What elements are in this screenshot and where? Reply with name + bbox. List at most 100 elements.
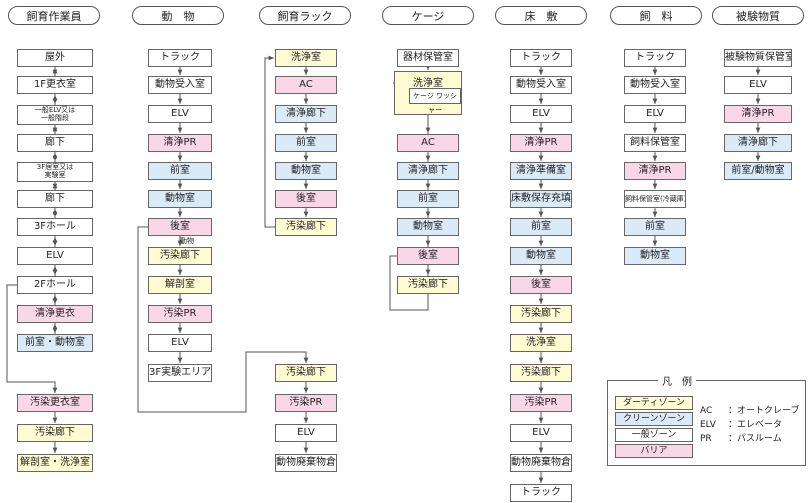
node-bedding-13: ELV	[510, 424, 572, 442]
node-animal-8: 解剖室	[148, 276, 212, 294]
node-staff-13: 解剖室・洗浄室	[17, 454, 93, 472]
node-staff-10: 前室・動物室	[17, 334, 93, 352]
edge-label-animal: 動物	[180, 237, 194, 245]
node-bedding-1: 動物受入室	[510, 76, 572, 94]
node-cage-6: 汚染廊下	[397, 276, 459, 294]
node-animal-5: 動物室	[148, 190, 212, 208]
node-animal-10: ELV	[148, 334, 212, 352]
node-staff-12: 汚染廊下	[17, 424, 93, 442]
abbr-pr-desc: ：パスルーム	[728, 434, 782, 444]
abbr-ac-desc: ：オートクレーブ	[728, 406, 800, 416]
node-staff-6: 3Fホール	[17, 218, 93, 236]
node-rack-0: 洗浄室	[275, 49, 337, 67]
node-cage-5: 後室	[397, 247, 459, 265]
cage-washer: ケージ ワッシャー	[409, 88, 461, 114]
node-feed-3: 飼料保管室	[624, 134, 686, 152]
header-bedding: 床 敷	[495, 6, 587, 25]
node-bedding-6: 前室	[510, 218, 572, 236]
node-bedding-2: ELV	[510, 105, 572, 123]
node-rack-7: 汚染廊下	[275, 364, 337, 382]
node-feed-5: 飼料保管室(冷蔵庫)	[624, 190, 686, 208]
node-test-2: 清浄PR	[724, 105, 792, 123]
node-feed-0: トラック	[624, 49, 686, 67]
node-animal-11: 3F実験エリア	[148, 364, 212, 382]
node-staff-0: 屋外	[17, 49, 93, 67]
header-feed: 飼 料	[610, 6, 702, 25]
node-bedding-15: トラック	[510, 484, 572, 502]
node-animal-6: 後室	[148, 218, 212, 236]
node-animal-1: 動物受入室	[148, 76, 212, 94]
loop-staff	[6, 284, 58, 393]
node-animal-0: トラック	[148, 49, 212, 67]
header-animal: 動 物	[132, 6, 224, 25]
node-staff-7: ELV	[17, 247, 93, 265]
node-animal-7: 汚染廊下	[148, 247, 212, 265]
node-feed-4: 清浄PR	[624, 162, 686, 180]
node-animal-2: ELV	[148, 105, 212, 123]
node-bedding-0: トラック	[510, 49, 572, 67]
legend: 凡 例 ダーティゾーン クリーンゾーン 一般ゾーン バリア AC ：オートクレーブ…	[607, 373, 806, 466]
header-cage: ケージ	[382, 6, 474, 25]
abbr-elv-key: ELV	[700, 420, 716, 430]
node-staff-1: 1F更衣室	[17, 76, 93, 94]
node-bedding-7: 動物室	[510, 247, 572, 265]
header-test: 被験物質	[712, 6, 804, 25]
abbr-pr-key: PR	[700, 434, 712, 444]
washer-group-title: 洗浄室	[413, 78, 443, 89]
abbr-elv-desc: ：エレベータ	[728, 420, 783, 430]
header-staff: 飼育作業員	[8, 6, 100, 25]
node-bedding-11: 汚染廊下	[510, 364, 572, 382]
node-bedding-3: 清浄PR	[510, 134, 572, 152]
node-test-3: 清浄廊下	[724, 134, 792, 152]
node-test-0: 被験物質保管室	[724, 49, 792, 67]
node-staff-8: 2Fホール	[17, 276, 93, 294]
node-cage-1: AC	[397, 134, 459, 152]
node-rack-4: 動物室	[275, 162, 337, 180]
node-cage-0: 器材保管室	[397, 49, 459, 67]
loop-animal	[137, 226, 309, 413]
header-rack: 飼育ラック	[259, 6, 351, 25]
node-bedding-12: 汚染PR	[510, 394, 572, 412]
abbr-ac-key: AC	[700, 406, 713, 416]
node-rack-1: AC	[275, 76, 337, 94]
node-rack-8: 汚染PR	[275, 394, 337, 412]
abbr-ac: AC ：オートクレーブ	[700, 403, 799, 416]
abbr-elv: ELV ：エレベータ	[700, 417, 782, 430]
node-cage-4: 動物室	[397, 218, 459, 236]
node-rack-2: 清浄廊下	[275, 105, 337, 123]
legend-barrier: バリア	[615, 444, 693, 458]
node-rack-10: 動物廃棄物倉庫	[275, 454, 337, 472]
node-staff-9: 清浄更衣	[17, 305, 93, 323]
node-feed-2: ELV	[624, 105, 686, 123]
node-rack-3: 前室	[275, 134, 337, 152]
node-bedding-8: 後室	[510, 276, 572, 294]
node-test-4: 前室/動物室	[724, 162, 792, 180]
legend-general-zone: 一般ゾーン	[615, 428, 693, 442]
legend-dirty-zone: ダーティゾーン	[615, 396, 693, 410]
node-animal-4: 前室	[148, 162, 212, 180]
node-rack-6: 汚染廊下	[275, 218, 337, 236]
node-staff-11: 汚染更衣室	[17, 394, 93, 412]
node-bedding-10: 洗浄室	[510, 334, 572, 352]
node-staff-3: 廊下	[17, 134, 93, 152]
node-staff-5: 廊下	[17, 190, 93, 208]
abbr-pr: PR ：パスルーム	[700, 431, 782, 444]
node-bedding-5: 床敷保存充填室	[510, 190, 572, 208]
node-feed-6: 前室	[624, 218, 686, 236]
node-feed-1: 動物受入室	[624, 76, 686, 94]
legend-clean-zone: クリーンゾーン	[615, 412, 693, 426]
node-bedding-9: 汚染廊下	[510, 305, 572, 323]
node-test-1: ELV	[724, 76, 792, 94]
washer-group: 洗浄室 ケージ ワッシャー	[394, 71, 462, 115]
node-bedding-14: 動物廃棄物倉庫	[510, 454, 572, 472]
node-animal-3: 清浄PR	[148, 134, 212, 152]
node-cage-3: 前室	[397, 190, 459, 208]
node-staff-2: 一般ELV又は一般階段	[17, 105, 93, 125]
loop-rack	[264, 55, 275, 228]
node-bedding-4: 清浄準備室	[510, 162, 572, 180]
legend-title: 凡 例	[658, 373, 696, 388]
node-cage-2: 清浄廊下	[397, 162, 459, 180]
node-staff-4: 3F居室又は実験室	[17, 162, 93, 182]
node-rack-9: ELV	[275, 424, 337, 442]
node-rack-5: 後室	[275, 190, 337, 208]
